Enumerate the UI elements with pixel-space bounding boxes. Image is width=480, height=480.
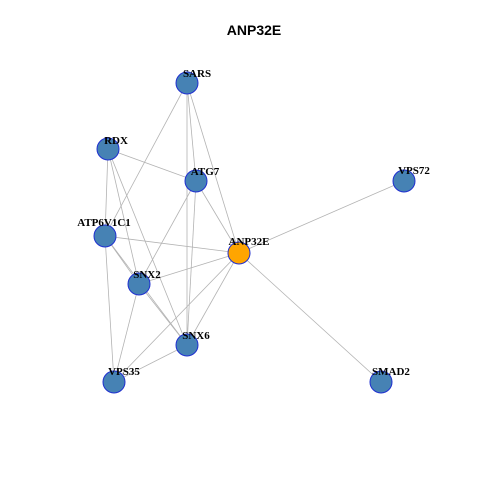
diagram-title: ANP32E [227,22,281,38]
node-label: RDX [104,135,128,147]
edge-sars-atp6v1c1 [104,82,188,237]
node-circle[interactable] [175,333,199,357]
node-label: SARS [183,68,211,80]
node-atg7[interactable]: ATG7 [184,166,220,193]
edge-atp6v1c1-vps35 [104,235,115,383]
edge-atp6v1c1-anp32e [104,235,240,254]
edge-rdx-atg7 [107,148,197,182]
node-circle[interactable] [227,241,251,265]
node-label: SNX6 [182,330,210,342]
node-sars[interactable]: SARS [175,68,211,95]
node-label: VPS72 [398,165,430,177]
node-smad2[interactable]: SMAD2 [369,366,410,394]
node-circle[interactable] [93,224,117,248]
edge-sars-atg7 [186,82,197,182]
edge-snx6-vps35 [113,344,188,383]
edge-rdx-snx2 [107,148,140,285]
edge-atg7-snx2 [138,180,197,285]
edge-anp32e-snx6 [186,252,240,346]
edge-snx2-snx6 [138,283,188,346]
node-circle[interactable] [184,169,208,193]
node-snx6[interactable]: SNX6 [175,330,210,357]
node-vps72[interactable]: VPS72 [392,165,430,193]
node-label: VPS35 [108,366,140,378]
edge-sars-anp32e [186,82,240,254]
node-anp32e[interactable]: ANP32E [227,236,270,265]
edge-rdx-snx6 [107,148,188,346]
edge-anp32e-snx2 [138,252,240,285]
node-label: ATP6V1C1 [77,217,131,229]
node-label: SMAD2 [372,366,410,378]
node-circle[interactable] [392,169,416,193]
edge-anp32e-vps72 [238,180,405,254]
node-vps35[interactable]: VPS35 [102,366,140,394]
node-label: ATG7 [191,166,220,178]
edge-snx2-vps35 [113,283,140,383]
edge-atg7-anp32e [195,180,240,254]
node-circle[interactable] [175,71,199,95]
node-circle[interactable] [96,137,120,161]
node-label: SNX2 [133,269,161,281]
edge-anp32e-vps35 [113,252,240,383]
edge-anp32e-smad2 [238,252,382,383]
node-label: ANP32E [229,236,270,248]
edge-rdx-atp6v1c1 [104,148,109,237]
edge-layer [104,82,405,383]
node-circle[interactable] [127,272,151,296]
node-circle[interactable] [102,370,126,394]
node-snx2[interactable]: SNX2 [127,269,161,296]
edge-atg7-snx6 [186,180,197,346]
node-circle[interactable] [369,370,393,394]
node-atp6v1c1[interactable]: ATP6V1C1 [77,217,131,248]
node-rdx[interactable]: RDX [96,135,128,161]
